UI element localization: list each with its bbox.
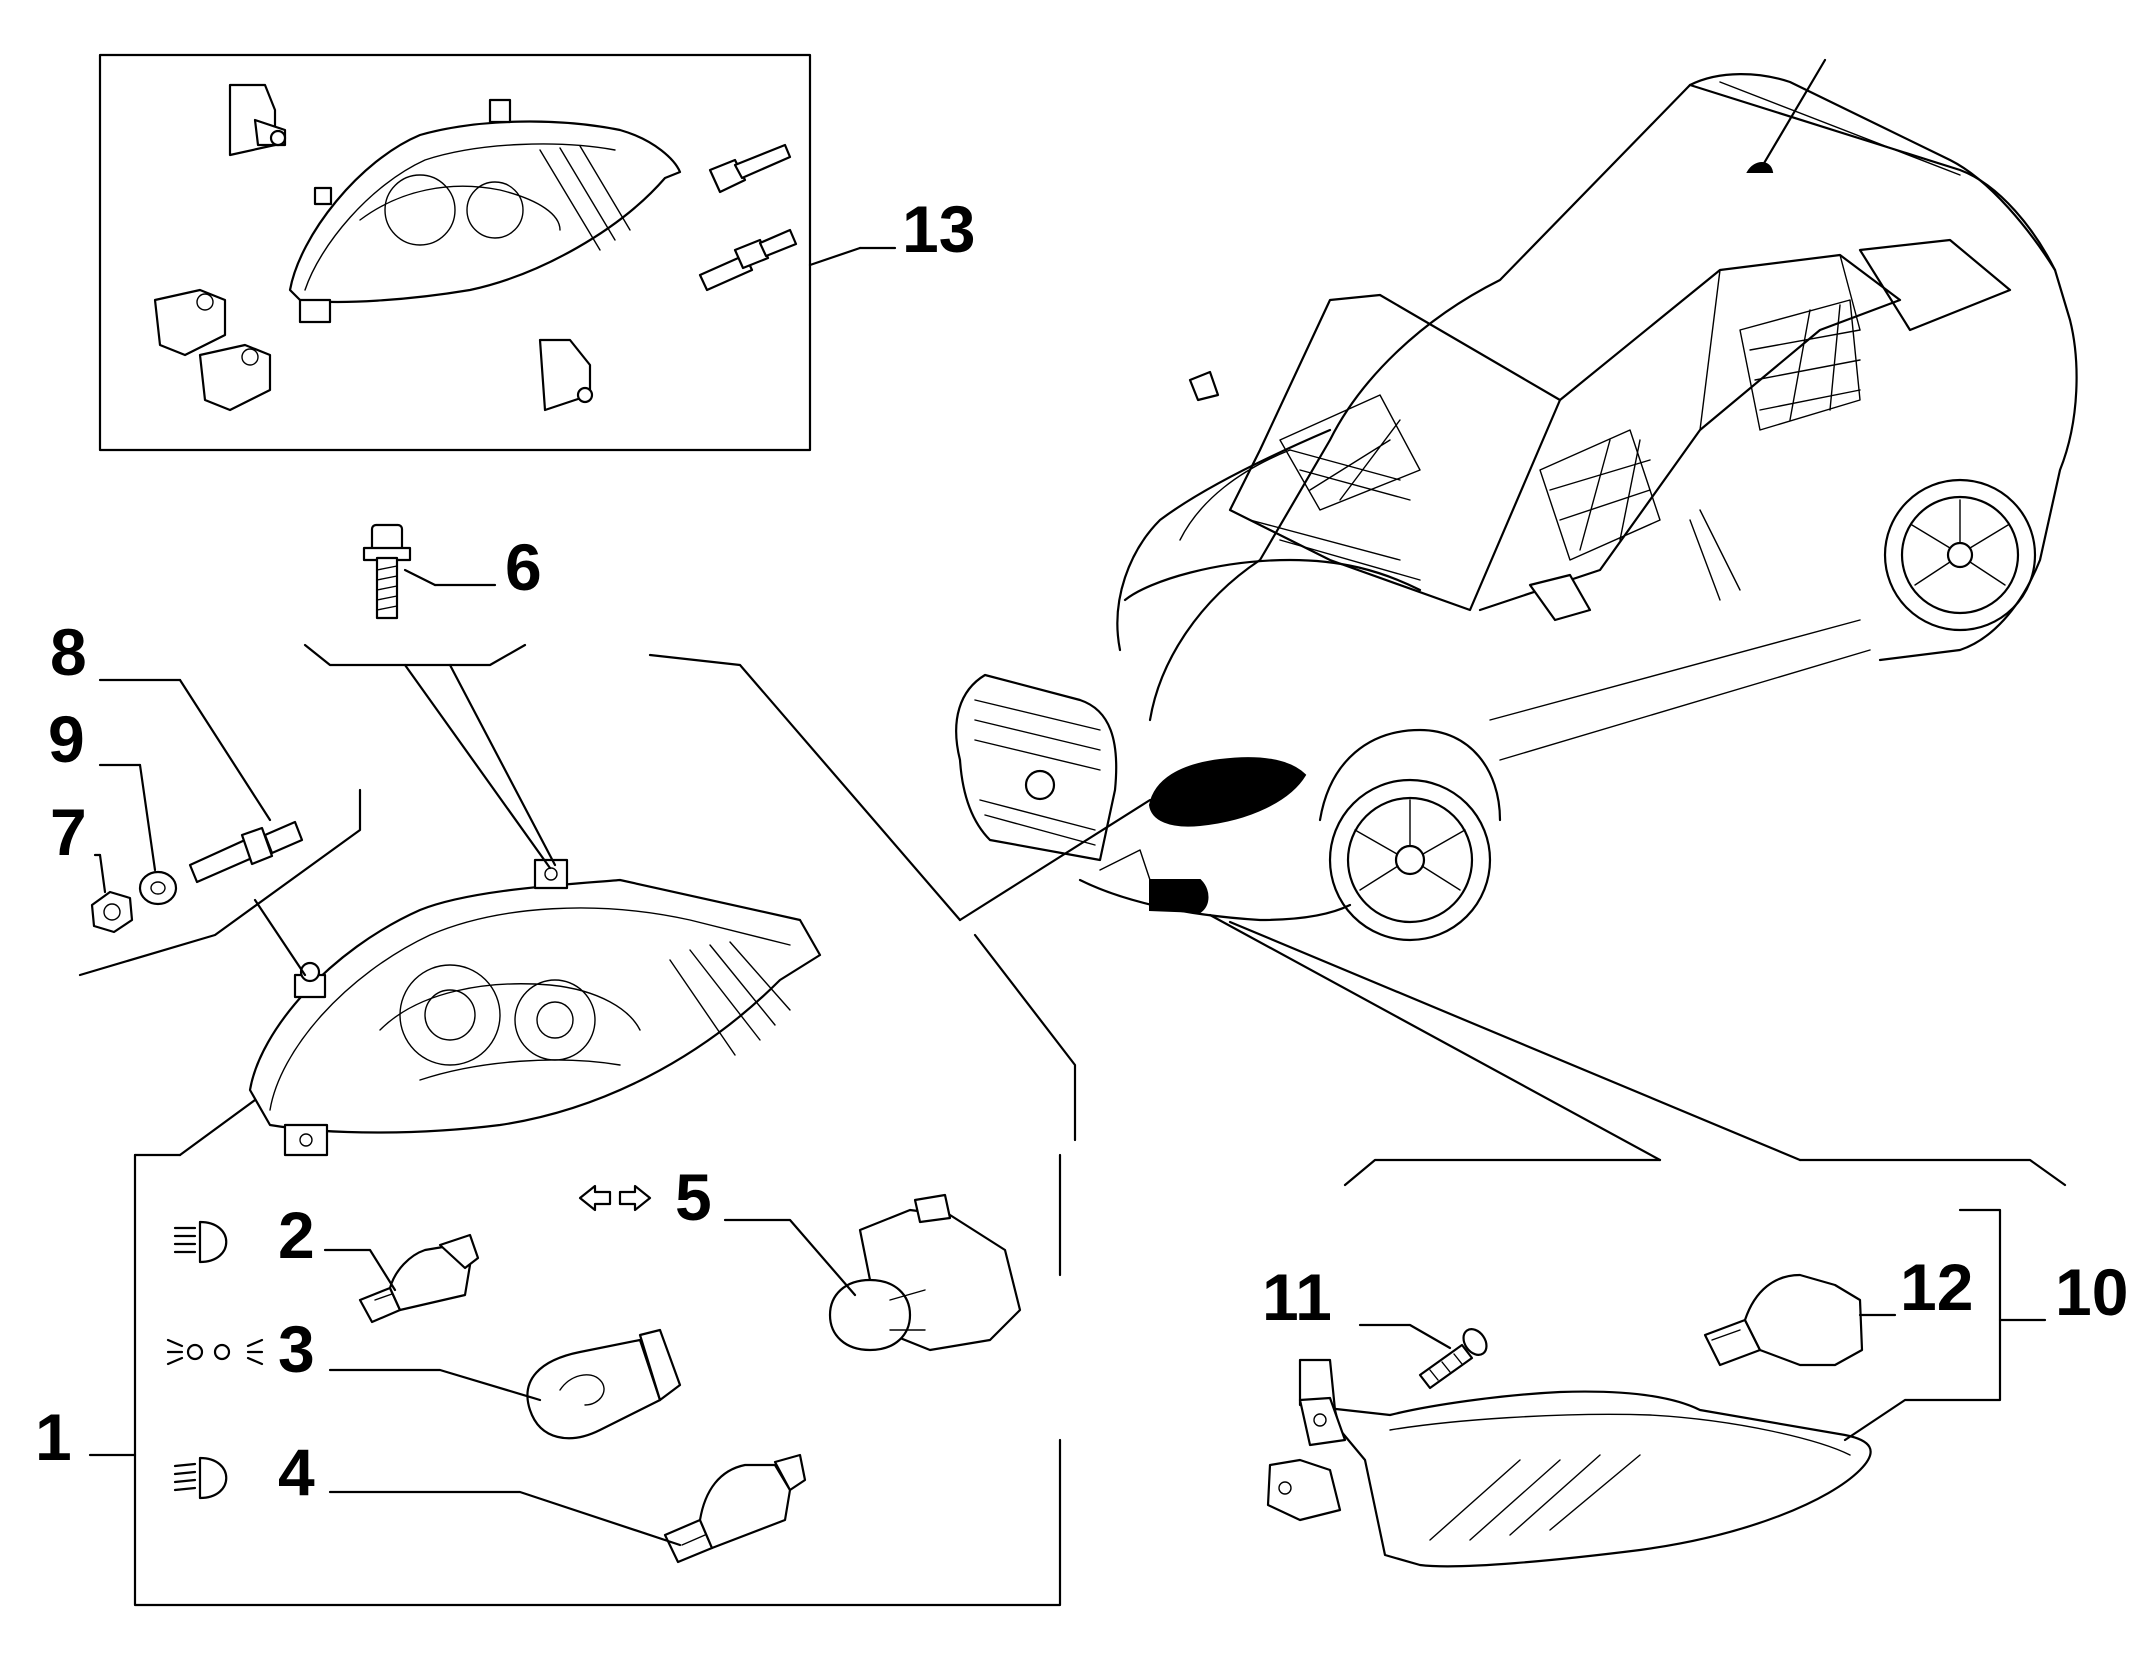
kit-bolt [708, 143, 792, 194]
callout-13: 13 [902, 192, 975, 266]
headlamp-kit-box [98, 53, 897, 452]
direction-indicator-icon [578, 1184, 652, 1212]
car-drawing [955, 58, 2078, 942]
car-foglamp-highlight [1149, 879, 1209, 914]
low-beam-icon [173, 1456, 228, 1500]
callout-10: 10 [2055, 1255, 2128, 1329]
headlamp-assembly [248, 858, 822, 1157]
callout-5: 5 [675, 1160, 712, 1234]
screw-6 [362, 523, 412, 620]
callout-4: 4 [278, 1435, 315, 1509]
callout-3: 3 [278, 1312, 315, 1386]
bulb-12 [1703, 1273, 1864, 1367]
kit-headlamp-drawing [288, 98, 682, 324]
high-beam-icon [173, 1220, 228, 1264]
screw-11 [1418, 1328, 1488, 1390]
kit-stud [698, 228, 798, 292]
callout-6: 6 [505, 530, 542, 604]
fog-lamp-10 [1266, 1358, 1872, 1568]
callout-1: 1 [35, 1400, 72, 1474]
position-light-icon [166, 1338, 264, 1366]
nut-7 [90, 890, 134, 934]
callout-11: 11 [1262, 1260, 1332, 1334]
kit-clip-left-2 [198, 343, 272, 412]
kit-clip-left-1 [153, 288, 227, 357]
callout-12: 12 [1900, 1250, 1973, 1324]
bulb-5 [828, 1193, 1022, 1352]
car-headlamp-highlight [1148, 757, 1307, 827]
callout-8: 8 [50, 615, 87, 689]
stud-8 [188, 820, 304, 884]
callout-2: 2 [278, 1198, 315, 1272]
callout-7: 7 [50, 795, 87, 869]
bulb-3 [526, 1328, 682, 1440]
callout-9: 9 [48, 702, 85, 776]
kit-clip-top [228, 83, 287, 157]
bulb-4 [663, 1453, 807, 1564]
kit-clip-bottom [538, 338, 594, 412]
car-seats-pattern [1279, 299, 1861, 561]
washer-9 [138, 870, 178, 906]
bulb-2 [358, 1233, 480, 1324]
